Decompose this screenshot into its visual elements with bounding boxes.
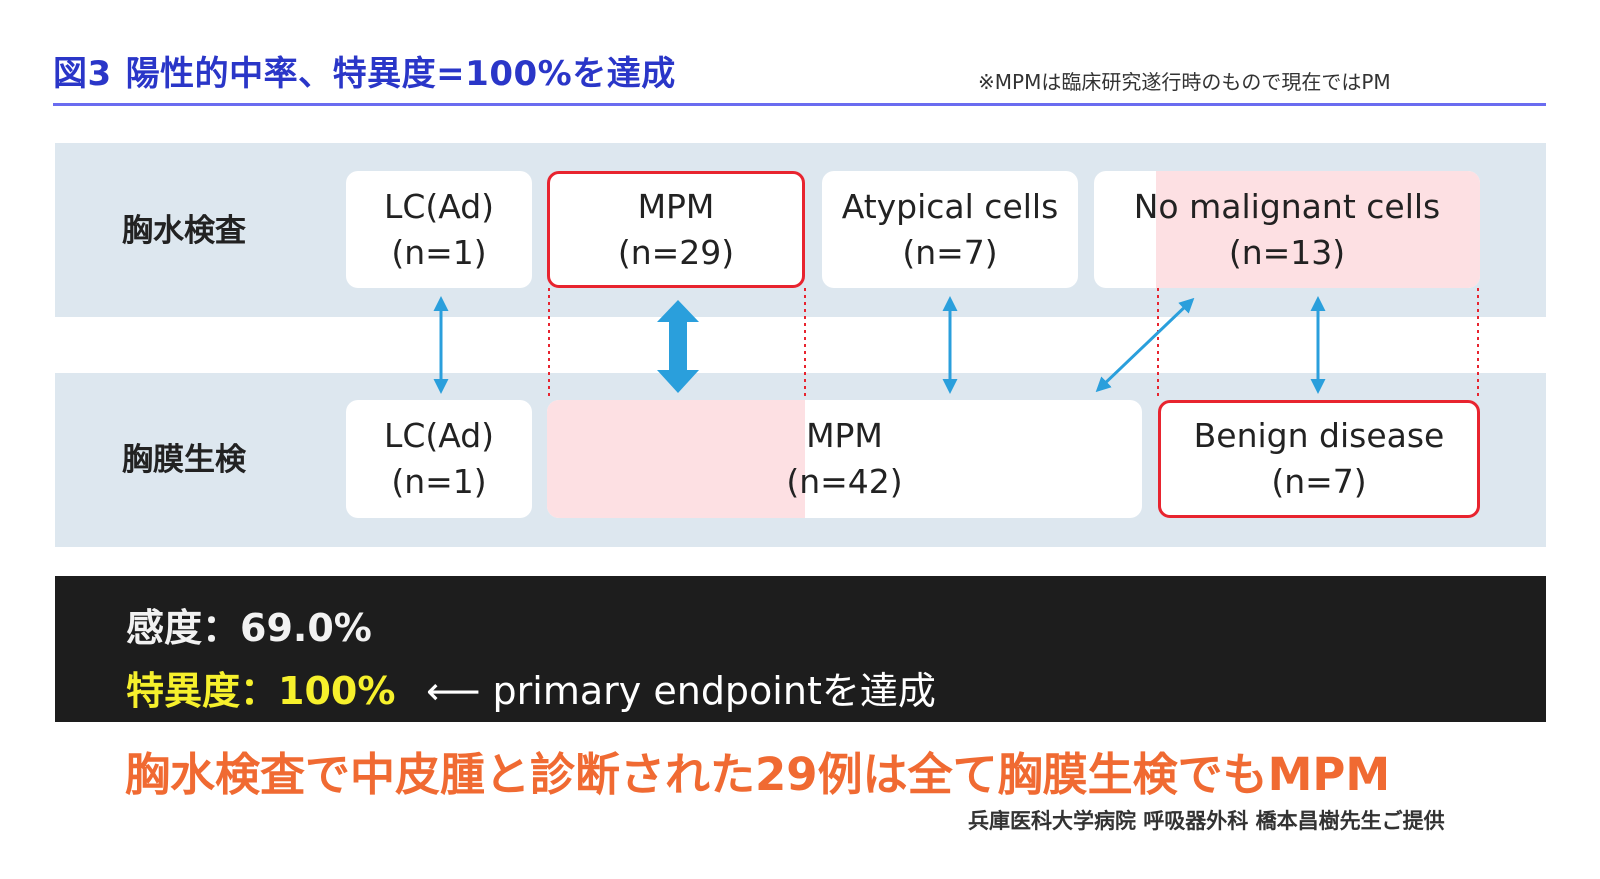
- box-name: No malignant cells: [1133, 186, 1441, 226]
- figure-title: 図3 陽性的中率、特異度=100%を達成: [53, 46, 676, 95]
- box-count: (n=13): [1228, 232, 1346, 272]
- box-name: LC(Ad): [383, 416, 495, 455]
- row-label-pleural-fluid: 胸水検査: [122, 213, 246, 249]
- footnote-note: ※MPMは臨床研究遂行時のもので現在ではPM: [978, 70, 1391, 94]
- biopsy-box-benign: Benign disease (n=7): [1158, 400, 1480, 518]
- primary-endpoint-note: ⟵ primary endpointを達成: [426, 669, 936, 713]
- box-count: (n=29): [617, 232, 735, 272]
- box-count: (n=42): [786, 462, 903, 501]
- box-name: Atypical cells: [841, 186, 1059, 226]
- box-name: MPM: [637, 186, 715, 226]
- figure-title-text: 陽性的中率、特異度=100%を達成: [125, 54, 676, 94]
- highlight-shade: [1156, 171, 1480, 288]
- conclusion-text: 胸水検査で中皮腫と診断された29例は全て胸膜生検でもMPM: [125, 748, 1391, 801]
- box-count: (n=1): [391, 462, 487, 501]
- fluid-box-mpm: MPM (n=29): [547, 171, 805, 288]
- biopsy-box-mpm: MPM (n=42): [547, 400, 1142, 518]
- biopsy-box-lc-ad: LC(Ad) (n=1): [346, 400, 532, 518]
- fluid-box-no-malignant: No malignant cells (n=13): [1094, 171, 1480, 288]
- title-underline: [53, 103, 1546, 106]
- box-count: (n=1): [391, 232, 487, 272]
- credit-text: 兵庫医科大学病院 呼吸器外科 橋本昌樹先生ご提供: [968, 809, 1445, 833]
- fluid-box-atypical: Atypical cells (n=7): [822, 171, 1078, 288]
- fluid-box-lc-ad: LC(Ad) (n=1): [346, 171, 532, 288]
- box-name: LC(Ad): [383, 186, 495, 226]
- sensitivity-text: 感度：69.0%: [126, 606, 372, 650]
- arrow-no-malignant-mpm: [1095, 297, 1195, 393]
- row-label-pleural-biopsy: 胸膜生検: [122, 442, 246, 478]
- result-panel: [55, 576, 1546, 722]
- box-count: (n=7): [1271, 462, 1367, 501]
- box-name: MPM: [806, 416, 883, 455]
- highlight-shade: [547, 400, 805, 518]
- box-name: Benign disease: [1193, 416, 1445, 455]
- box-count: (n=7): [902, 232, 998, 272]
- figure-label: 図3: [53, 54, 112, 94]
- thick-arrow-mpm: [657, 300, 699, 393]
- specificity-text: 特異度：100%: [126, 669, 396, 713]
